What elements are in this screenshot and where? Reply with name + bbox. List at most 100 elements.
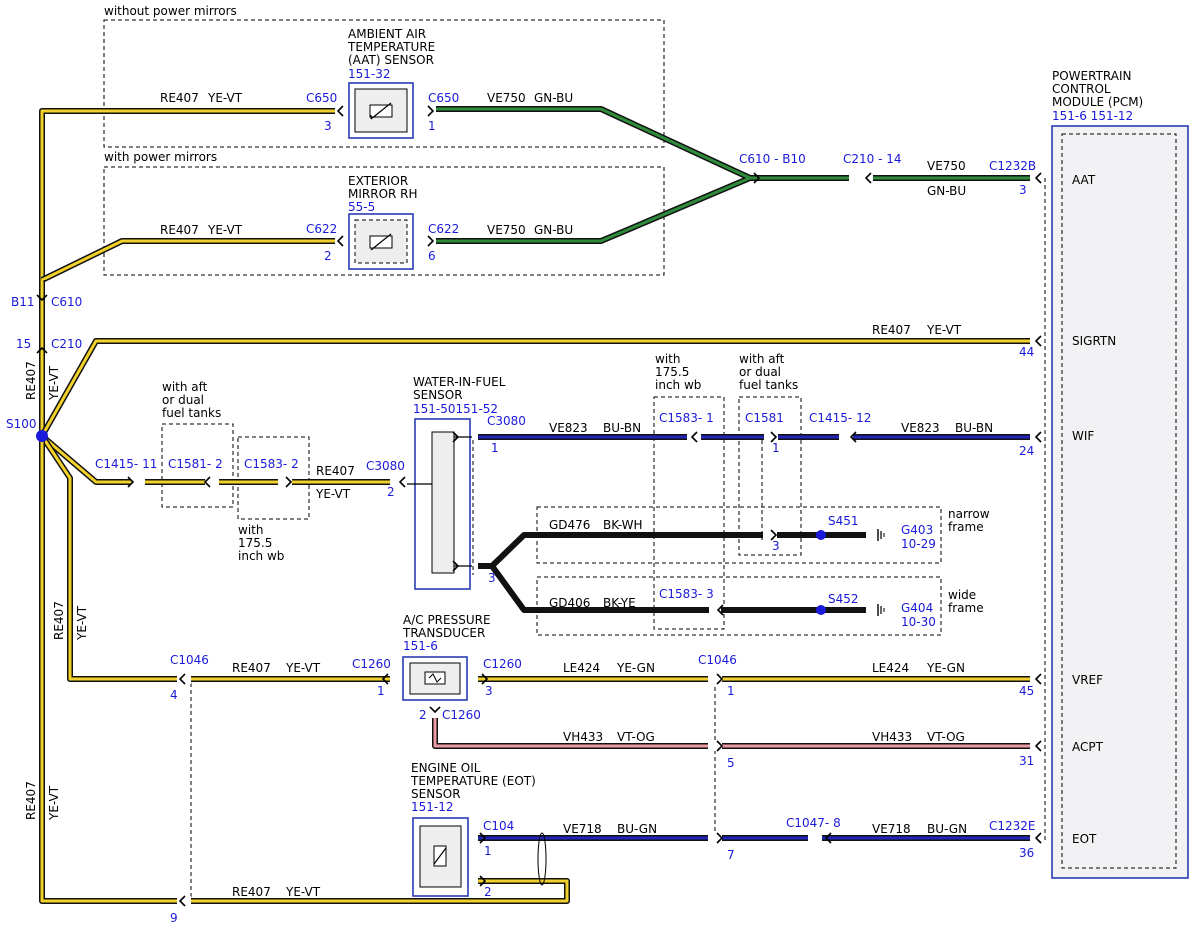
ground-ref-g403[interactable]: 10-29 [901, 537, 936, 551]
wire-gd476[interactable] [478, 533, 866, 568]
wire-label: VE718 [872, 822, 911, 836]
connector-label[interactable]: C3080 [487, 414, 526, 428]
connector-arrow-icon [753, 172, 761, 184]
connector-label[interactable]: C1046 [170, 653, 209, 667]
mirror-ref[interactable]: 55-5 [348, 200, 375, 214]
aat-name-l2: TEMPERATURE [347, 40, 435, 54]
pin-number: 31 [1019, 754, 1034, 768]
wif-sensor-box[interactable] [414, 418, 471, 590]
wire-label: BK-WH [603, 518, 643, 532]
connector-label[interactable]: C1583- 1 [659, 411, 714, 425]
wire-re407-aat[interactable] [40, 109, 335, 280]
connector-label[interactable]: C1260 [352, 657, 391, 671]
mirror-box[interactable] [348, 213, 414, 270]
connector-arrow-icon [1034, 172, 1042, 184]
wif-name-l2: SENSOR [413, 388, 463, 402]
connector-label[interactable]: C650 [306, 91, 337, 105]
wire-label: VE750 [927, 159, 966, 173]
connector-label[interactable]: C1415- 12 [809, 411, 871, 425]
pin-number: 24 [1019, 444, 1034, 458]
wire-re407-eot-return[interactable] [40, 436, 478, 903]
wire-vh433[interactable] [433, 718, 1030, 748]
connector-label[interactable]: C1047- 8 [786, 816, 841, 830]
connector-arrow-icon [1034, 740, 1042, 752]
acp-transducer-box[interactable] [402, 656, 468, 701]
splice-label-s451[interactable]: S451 [828, 514, 859, 528]
connector-label[interactable]: B11 [11, 295, 35, 309]
ground-ref-g404[interactable]: 10-30 [901, 615, 936, 629]
splice-label-s452[interactable]: S452 [828, 592, 859, 606]
splice-label-s100[interactable]: S100 [6, 417, 37, 431]
ground-label-g403[interactable]: G403 [901, 523, 933, 537]
connector-arrow-icon [690, 431, 698, 443]
connector-label[interactable]: C1232E [989, 819, 1036, 833]
eot-ref[interactable]: 151-12 [411, 800, 454, 814]
ground-label-g404[interactable]: G404 [901, 601, 933, 615]
connector-label[interactable]: C610 - B10 [739, 152, 806, 166]
connector-label[interactable]: C210 - 14 [843, 152, 902, 166]
mirror-name-l1: EXTERIOR [348, 174, 408, 188]
aat-sensor-box[interactable] [348, 82, 414, 139]
eot-name-l1: ENGINE OIL [411, 761, 481, 775]
pcm-pin-sigrtn: SIGRTN [1072, 334, 1116, 348]
connector-label[interactable]: C650 [428, 91, 459, 105]
connector-arrow-icon [479, 832, 487, 844]
connector-label[interactable]: C1581- 2 [168, 457, 223, 471]
wire-gd406[interactable] [490, 565, 866, 612]
wire-label: RE407 [24, 781, 38, 820]
wire-label: VE823 [549, 421, 588, 435]
wire-label: BU-BN [955, 421, 993, 435]
acp-ref[interactable]: 151-6 [403, 639, 438, 653]
connector-label[interactable]: C1260 [483, 657, 522, 671]
wire-label: BK-YE [603, 596, 636, 610]
connector-arrow-icon [178, 895, 186, 907]
ground-icon [877, 604, 885, 616]
wire-gd476-outline [478, 532, 866, 569]
transducer-icon [424, 671, 446, 685]
splice-dot-s452[interactable] [816, 605, 826, 615]
wire-label: BU-BN [603, 421, 641, 435]
connector-gap [763, 530, 777, 540]
splice-dot-s100[interactable] [36, 430, 48, 442]
connector-gap [687, 173, 711, 183]
connector-arrow-icon [481, 673, 489, 685]
wire-re407-mirror[interactable] [41, 239, 335, 282]
connector-label[interactable]: C1260 [442, 708, 481, 722]
connector-label[interactable]: C3080 [366, 459, 405, 473]
eot-name-l3: SENSOR [411, 787, 461, 801]
connector-label[interactable]: C1232B [989, 159, 1036, 173]
connector-label[interactable]: C210 [51, 337, 82, 351]
connector-label[interactable]: C104 [483, 819, 514, 833]
connector-gap [849, 173, 873, 183]
wire-label: VH433 [872, 730, 912, 744]
connector-arrow-icon [203, 476, 211, 488]
connector-label[interactable]: C1415- 11 [95, 457, 157, 471]
connector-label[interactable]: C1583- 3 [659, 587, 714, 601]
connector-label[interactable]: C622 [306, 222, 337, 236]
wire-label: YE-VT [285, 661, 321, 675]
wire-label: VH433 [563, 730, 603, 744]
wire-re407-sigrtn[interactable] [40, 339, 1030, 437]
connector-arrow-icon [427, 105, 435, 117]
wire-label: GD406 [549, 596, 590, 610]
aat-ref[interactable]: 151-32 [348, 67, 391, 81]
connector-label[interactable]: C1581 [745, 411, 784, 425]
aft-tanks-left-l1: with aft [162, 380, 208, 394]
wb-left-l2: 175.5 [238, 536, 272, 550]
connector-label[interactable]: C622 [428, 222, 459, 236]
pcm-name-l2: CONTROL [1052, 82, 1111, 96]
wire-re407-eot-loop[interactable] [478, 879, 569, 903]
connector-label[interactable]: C1046 [698, 653, 737, 667]
aft-tanks-right-l2: or dual [739, 365, 781, 379]
wif-ref[interactable]: 151-50151-52 [413, 402, 498, 416]
connector-gap [278, 477, 292, 487]
wire-re407-acp[interactable] [40, 435, 390, 681]
connector-label[interactable]: C1583- 2 [244, 457, 299, 471]
eot-sensor-box[interactable] [412, 817, 469, 897]
connector-arrow-icon [336, 105, 344, 117]
splice-dot-s451[interactable] [816, 530, 826, 540]
connector-label[interactable]: C610 [51, 295, 82, 309]
pcm-ref[interactable]: 151-6 151-12 [1052, 109, 1133, 123]
pcm-box[interactable] [1051, 125, 1189, 879]
wire-label: YE-GN [926, 661, 965, 675]
